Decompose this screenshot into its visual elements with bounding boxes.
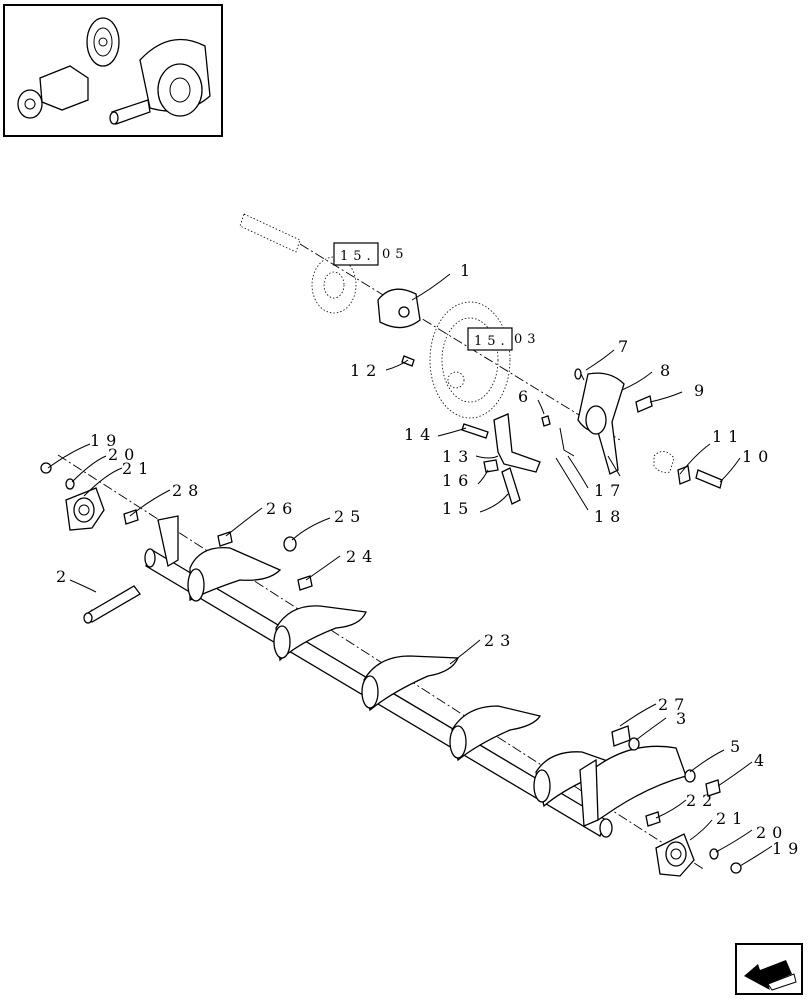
- callout-27[interactable]: 27: [658, 695, 690, 714]
- callout-24[interactable]: 24: [346, 547, 378, 566]
- callout-16[interactable]: 16: [442, 471, 474, 490]
- reference-box-text: 15.: [340, 249, 376, 264]
- callout-19-left[interactable]: 19: [90, 431, 122, 450]
- callout-23[interactable]: 23: [484, 631, 516, 650]
- callout-3[interactable]: 3: [676, 709, 692, 728]
- callout-10[interactable]: 10: [742, 447, 774, 466]
- left-bearing-flange: [40, 462, 313, 591]
- callout-1[interactable]: 1: [460, 261, 476, 280]
- reference-suffix-text: 03: [514, 332, 541, 347]
- callout-8[interactable]: 8: [660, 361, 676, 380]
- callout-28[interactable]: 28: [172, 481, 204, 500]
- leader-lines: [47, 273, 773, 867]
- reference-15-05[interactable]: 15. 05: [333, 242, 409, 266]
- callout-5[interactable]: 5: [730, 737, 746, 756]
- callout-17[interactable]: 17: [594, 481, 626, 500]
- callout-22[interactable]: 22: [686, 791, 718, 810]
- callout-14[interactable]: 14: [404, 425, 436, 444]
- callout-7[interactable]: 7: [618, 337, 634, 356]
- callout-18[interactable]: 18: [594, 507, 626, 526]
- reference-box-text: 15.: [474, 334, 510, 349]
- callout-6[interactable]: 6: [518, 387, 534, 406]
- callout-20-right[interactable]: 20: [756, 823, 788, 842]
- callout-2[interactable]: 2: [56, 567, 72, 586]
- assembly-thumbnail-icon[interactable]: [3, 4, 223, 137]
- spring-2: [83, 585, 141, 624]
- right-bearing-flange: [611, 725, 742, 877]
- reference-suffix-text: 05: [382, 247, 409, 262]
- callout-11[interactable]: 11: [712, 427, 744, 446]
- callout-9[interactable]: 9: [694, 381, 710, 400]
- callout-labels: 1 12 7 8 9 6 14 13 11 10 16 17 15 18 19 …: [56, 261, 804, 858]
- callout-19-right[interactable]: 19: [772, 839, 804, 858]
- callout-21-left[interactable]: 21: [122, 459, 154, 478]
- callout-20-left[interactable]: 20: [108, 445, 140, 464]
- shaft-assembly: [57, 454, 706, 871]
- callout-26[interactable]: 26: [266, 499, 298, 518]
- reference-15-03[interactable]: 15. 03: [467, 327, 541, 351]
- callout-21-right[interactable]: 21: [716, 809, 748, 828]
- callout-12[interactable]: 12: [350, 361, 382, 380]
- next-page-arrow-icon[interactable]: [735, 943, 803, 995]
- callout-15[interactable]: 15: [442, 499, 474, 518]
- callout-25[interactable]: 25: [334, 507, 366, 526]
- upper-mechanism: [239, 213, 723, 505]
- callout-13[interactable]: 13: [442, 447, 474, 466]
- callout-4[interactable]: 4: [754, 751, 770, 770]
